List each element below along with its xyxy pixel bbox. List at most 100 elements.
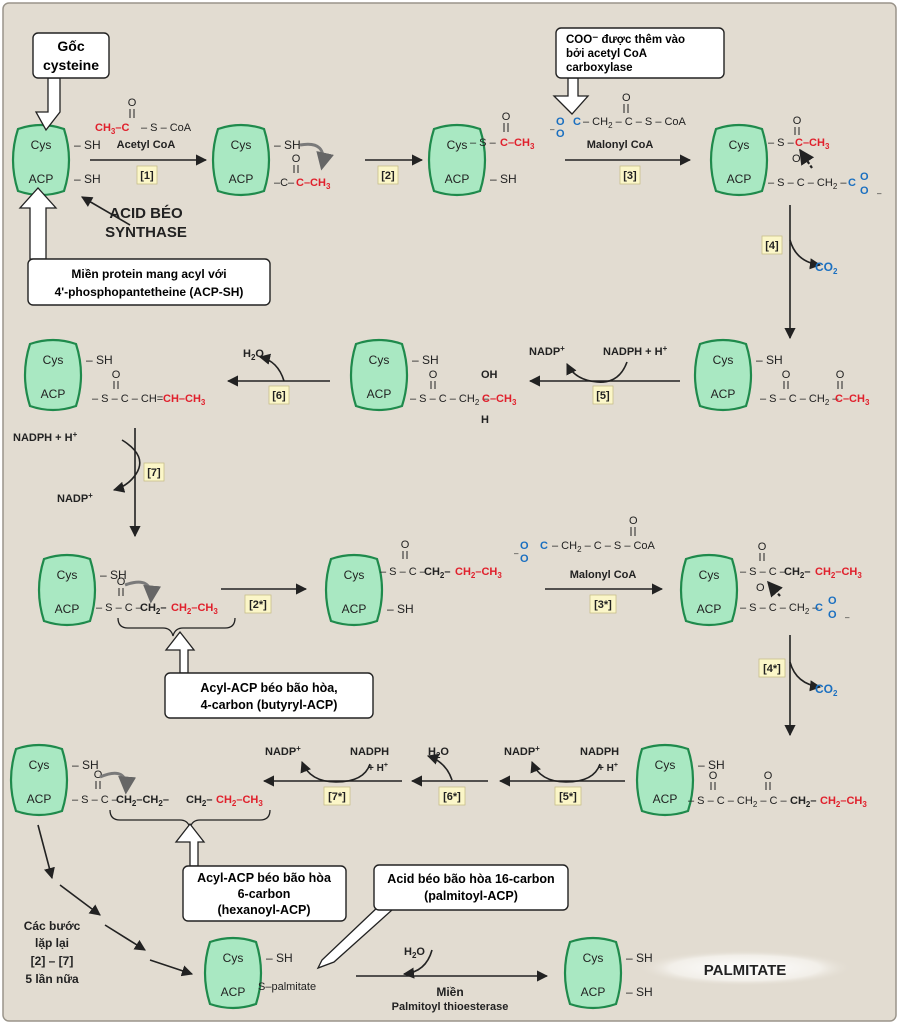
enzyme-shape xyxy=(693,338,753,412)
svg-text:–: – xyxy=(845,613,850,622)
svg-text:C–CH3: C–CH3 xyxy=(296,177,331,191)
svg-text:– S – C – CH=: – S – C – CH= xyxy=(92,393,163,405)
svg-text:O: O xyxy=(112,369,121,381)
svg-text:[6*]: [6*] xyxy=(443,791,461,803)
acp-label: ACP xyxy=(29,172,54,186)
svg-text:O: O xyxy=(764,770,773,782)
svg-text:O: O xyxy=(292,153,301,165)
svg-text:– S –: – S – xyxy=(768,137,795,149)
label-nadph-7s: NADPH xyxy=(350,746,389,758)
callout-acyl6-line1: Acyl-ACP béo bão hòa xyxy=(197,871,332,885)
svg-text:–: – xyxy=(514,549,519,558)
label-malonyl-coa-1: Malonyl CoA xyxy=(587,139,654,151)
svg-text:[6]: [6] xyxy=(272,390,286,402)
cys-label: Cys xyxy=(31,138,52,152)
acp-label: ACP xyxy=(41,387,66,401)
label-thioesterase: Palmitoyl thioesterase xyxy=(392,1001,509,1013)
svg-text:–: – xyxy=(877,189,882,198)
svg-text:O: O xyxy=(502,111,511,123)
svg-text:C–CH3: C–CH3 xyxy=(835,393,870,407)
callout-acyl4-line1: Acyl-ACP béo bão hòa, xyxy=(200,681,337,695)
acp-label: ACP xyxy=(367,387,392,401)
svg-text:– S – C –: – S – C – xyxy=(72,794,119,806)
svg-text:C: C xyxy=(848,177,856,189)
arrow-nadph-5s xyxy=(530,760,601,783)
label-nadp-5s: NADP+ xyxy=(504,744,540,758)
sh-label: – SH xyxy=(266,951,293,965)
svg-text:–C–: –C– xyxy=(274,177,295,189)
cys-label: Cys xyxy=(583,951,604,965)
label-co2-2: CO2 xyxy=(815,682,838,698)
callout-mien-protein-line2: 4'-phosphopantetheine (ACP-SH) xyxy=(55,285,244,299)
cys-label: Cys xyxy=(369,353,390,367)
arrow-h2o-6s xyxy=(426,753,453,781)
cys-label: Cys xyxy=(231,138,252,152)
svg-text:O: O xyxy=(860,185,869,197)
callout-mien-protein xyxy=(27,258,271,306)
svg-text:O: O xyxy=(520,553,529,565)
enzyme-shape xyxy=(11,123,71,197)
acp-label: ACP xyxy=(229,172,254,186)
step-label-s7s: [7*] xyxy=(323,786,351,806)
label-repeat-3: [2] – [7] xyxy=(31,954,74,968)
svg-text:– S – C – CH2 –: – S – C – CH2 – xyxy=(410,393,489,407)
svg-text:C: C xyxy=(540,540,548,552)
svg-text:CH2–CH3: CH2–CH3 xyxy=(216,794,263,808)
sh-label: – SH xyxy=(74,138,101,152)
arrow-nadph-7 xyxy=(112,439,141,493)
step-label-s6: [6] xyxy=(268,385,290,405)
label-nadph-7: NADPH+ H+ xyxy=(13,430,78,444)
label-h2o-6s: H2O xyxy=(428,746,449,760)
sh-label: – SH xyxy=(86,353,113,367)
svg-text:O: O xyxy=(622,92,631,104)
callout-coo-line3: carboxylase xyxy=(566,62,633,74)
callout-goc-cysteine xyxy=(32,32,110,79)
svg-text:O: O xyxy=(793,115,802,127)
svg-text:CH2–: CH2– xyxy=(790,795,816,809)
arrow-repeat-3 xyxy=(104,924,146,951)
sh-label: – SH xyxy=(412,353,439,367)
step-label-s4: [4] xyxy=(761,235,783,255)
svg-text:C–CH3: C–CH3 xyxy=(500,137,535,151)
step-label-s2s: [2*] xyxy=(244,594,272,614)
enzyme-shape xyxy=(211,123,271,197)
step-label-s4s: [4*] xyxy=(758,658,786,678)
svg-text:O: O xyxy=(756,582,765,594)
svg-text:– S – C – CH2 –: – S – C – CH2 – xyxy=(740,602,819,616)
svg-text:O: O xyxy=(828,609,837,621)
svg-text:[3]: [3] xyxy=(623,170,637,182)
label-repeat-2: lặp lại xyxy=(35,936,69,950)
callout-acyl4-line2: 4-carbon (butyryl-ACP) xyxy=(201,698,338,712)
label-nadph-5s: NADPH xyxy=(580,746,619,758)
cys-label: Cys xyxy=(729,138,750,152)
svg-text:C–CH3: C–CH3 xyxy=(482,393,517,407)
svg-text:[4]: [4] xyxy=(765,240,779,252)
svg-text:– S – C –: – S – C – xyxy=(96,602,143,614)
svg-text:– S – C – CH2 –: – S – C – CH2 – xyxy=(760,393,839,407)
condensation-arrow-1 xyxy=(799,148,815,169)
enzyme-shape xyxy=(635,743,695,817)
palmitate-glow xyxy=(637,950,853,986)
svg-text:CH2–: CH2– xyxy=(140,602,166,616)
callout-goc-cysteine-line1: Gốc xyxy=(57,38,84,54)
label-acetyl-coa: Acetyl CoA xyxy=(117,139,176,151)
sh-label: – SH xyxy=(756,353,783,367)
svg-text:CH2–: CH2– xyxy=(186,794,212,808)
charge-marks: – – – – xyxy=(514,125,882,622)
reaction-arrows xyxy=(37,154,822,982)
reaction-labels: ACID BÉO SYNTHASE Acetyl CoA Malonyl CoA… xyxy=(13,139,838,1013)
svg-text:CH2–CH3: CH2–CH3 xyxy=(820,795,867,809)
sh-label: – SH xyxy=(387,602,414,616)
svg-text:C: C xyxy=(573,116,581,128)
enzyme-shape xyxy=(349,338,409,412)
svg-text:CH–CH3: CH–CH3 xyxy=(163,393,206,407)
callouts: Gốc cysteine Miền protein mang acyl với … xyxy=(18,27,725,970)
